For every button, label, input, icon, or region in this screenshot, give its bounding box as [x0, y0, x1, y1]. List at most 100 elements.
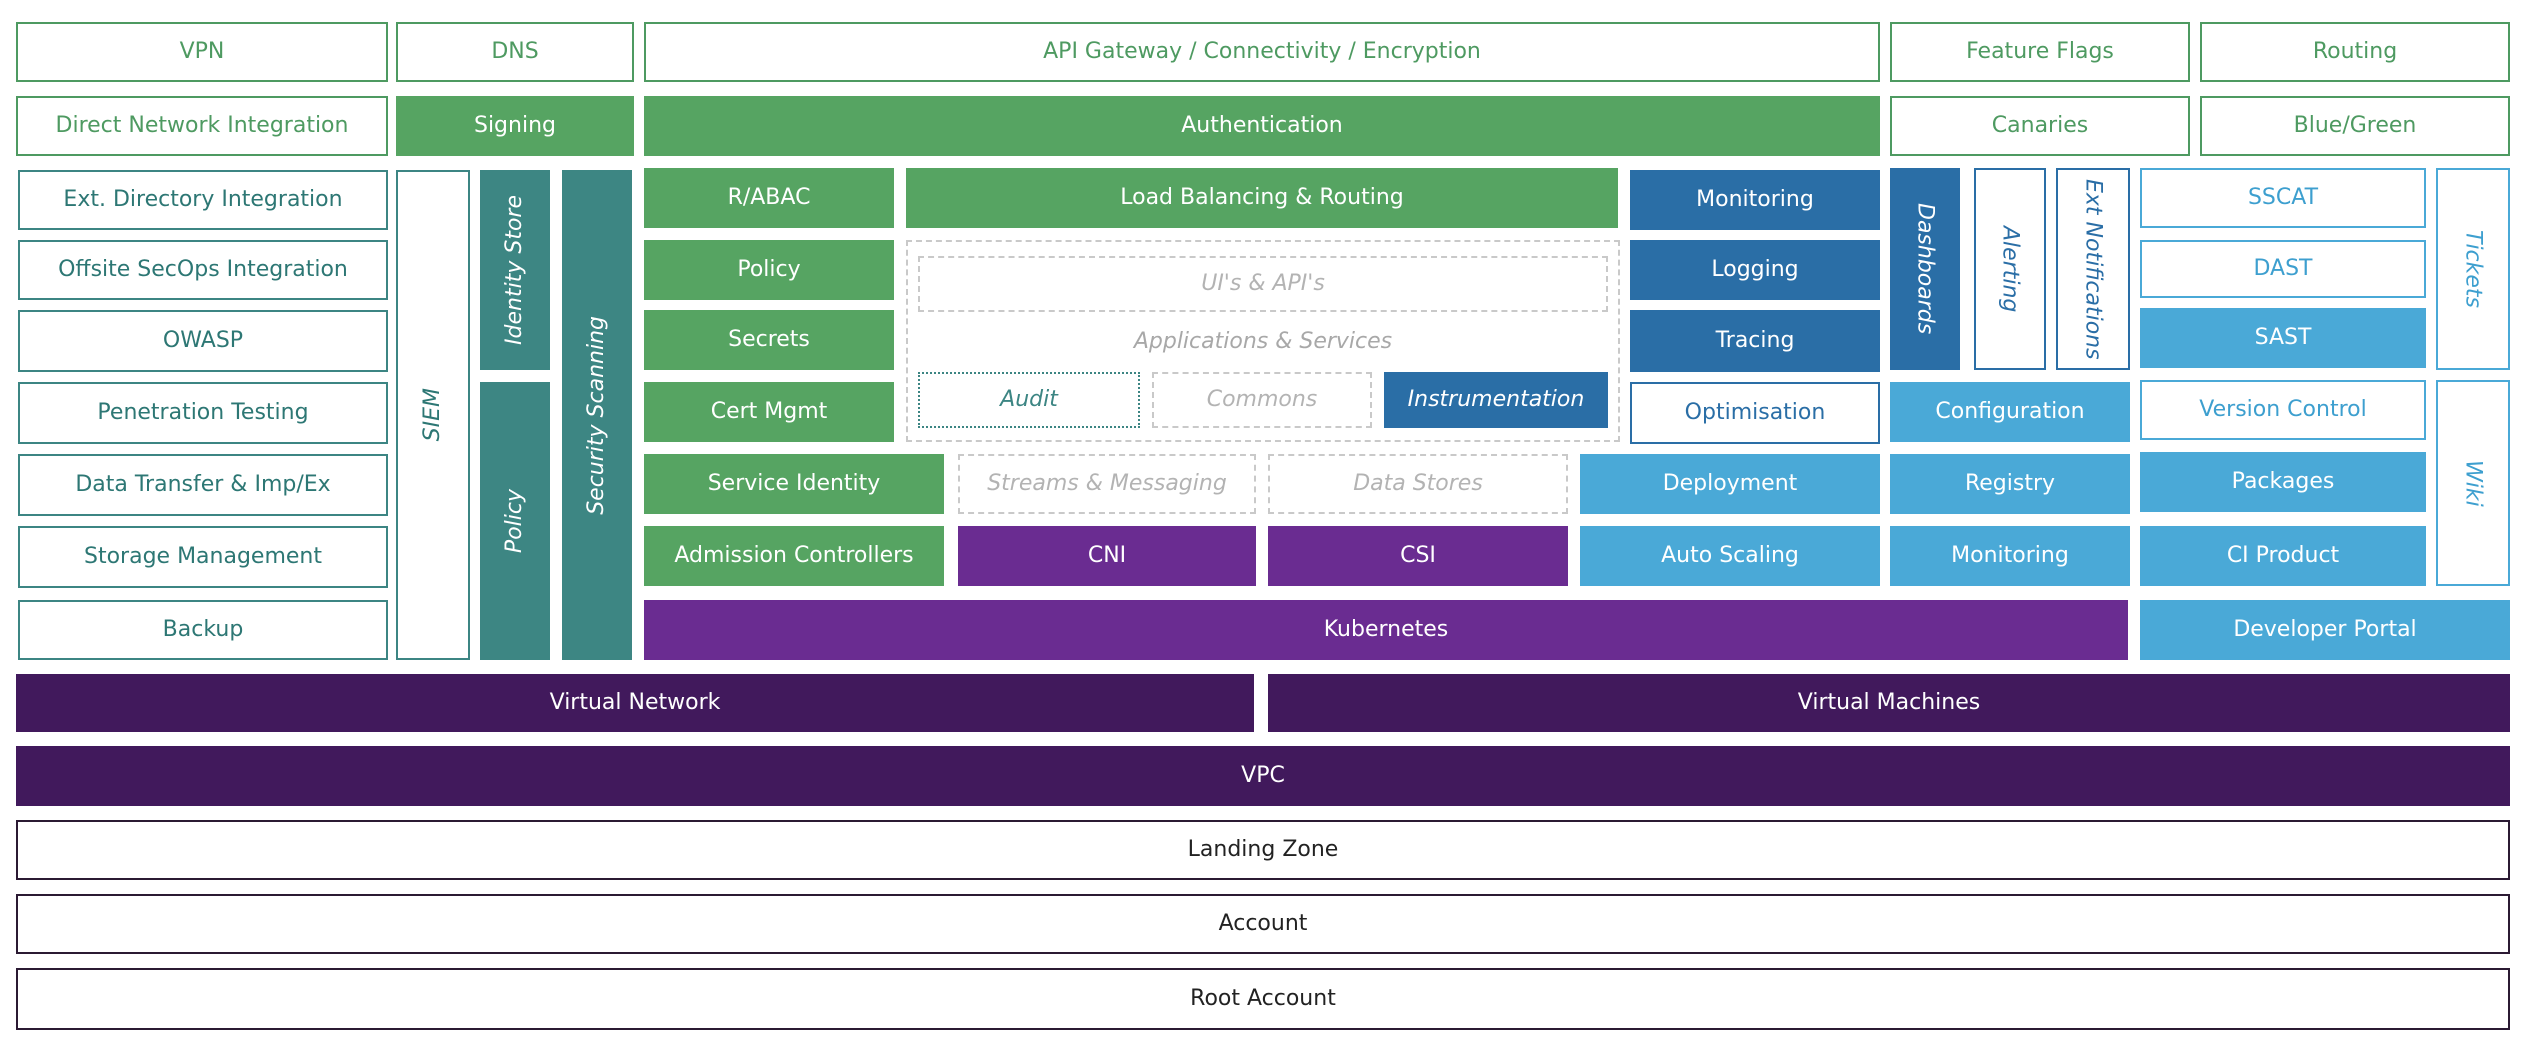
dashboards-label: Dashboards — [1912, 203, 1938, 335]
sscat-label: SSCAT — [2247, 185, 2319, 211]
landing-zone-label: Landing Zone — [1187, 837, 1339, 863]
canaries-label: Canaries — [1991, 113, 2089, 139]
commons-label: Commons — [1206, 387, 1318, 413]
uis-apis-label: UI's & API's — [1201, 271, 1325, 297]
landing-zone-box: Landing Zone — [16, 820, 2510, 880]
offsite-secops-label: Offsite SecOps Integration — [58, 257, 348, 283]
alerting-label: Alerting — [1997, 225, 2023, 313]
alerting-box: Alerting — [1974, 168, 2046, 370]
feature-flags-label: Feature Flags — [1966, 39, 2114, 65]
account-label: Account — [1218, 911, 1308, 937]
data-stores-box: Data Stores — [1268, 454, 1568, 514]
dns-label: DNS — [491, 39, 539, 65]
routing-box: Routing — [2200, 22, 2510, 82]
pen-testing-label: Penetration Testing — [97, 400, 309, 426]
admission-controllers-label: Admission Controllers — [674, 543, 914, 569]
vpn-label: VPN — [179, 39, 225, 65]
optimisation-label: Optimisation — [1684, 400, 1826, 426]
root-account-box: Root Account — [16, 968, 2510, 1030]
api-gateway-label: API Gateway / Connectivity / Encryption — [1043, 39, 1481, 65]
configuration-box: Configuration — [1890, 382, 2130, 442]
secrets-label: Secrets — [728, 327, 810, 353]
wiki-label: Wiki — [2460, 459, 2486, 507]
rabac-box: R/ABAC — [644, 168, 894, 228]
sscat-box: SSCAT — [2140, 168, 2426, 228]
ext-directory-label: Ext. Directory Integration — [63, 187, 343, 213]
cni-label: CNI — [1087, 543, 1127, 569]
configuration-label: Configuration — [1935, 399, 2085, 425]
tracing-label: Tracing — [1715, 328, 1795, 354]
dast-label: DAST — [2253, 256, 2313, 282]
data-stores-label: Data Stores — [1353, 471, 1483, 497]
security-policy-label: Policy — [502, 488, 528, 554]
security-policy-box: Policy — [480, 382, 550, 660]
dast-box: DAST — [2140, 240, 2426, 298]
data-transfer-label: Data Transfer & Imp/Ex — [75, 472, 331, 498]
ext-notifications-box: Ext Notifications — [2056, 168, 2130, 370]
commons-box: Commons — [1152, 372, 1372, 428]
optimisation-box: Optimisation — [1630, 382, 1880, 444]
policy-box: Policy — [644, 240, 894, 300]
canaries-box: Canaries — [1890, 96, 2190, 156]
tickets-label: Tickets — [2460, 229, 2486, 308]
packages-label: Packages — [2231, 469, 2335, 495]
monitoring-box: Monitoring — [1630, 170, 1880, 230]
rabac-label: R/ABAC — [727, 185, 811, 211]
authentication-box: Authentication — [644, 96, 1880, 156]
csi-box: CSI — [1268, 526, 1568, 586]
cni-box: CNI — [958, 526, 1256, 586]
security-scanning-label: Security Scanning — [584, 315, 610, 515]
account-box: Account — [16, 894, 2510, 954]
blue-green-box: Blue/Green — [2200, 96, 2510, 156]
kubernetes-box: Kubernetes — [644, 600, 2128, 660]
virtual-machines-label: Virtual Machines — [1797, 690, 1981, 716]
vpc-box: VPC — [16, 746, 2510, 806]
virtual-network-label: Virtual Network — [549, 690, 721, 716]
streams-messaging-label: Streams & Messaging — [987, 471, 1227, 497]
dashboards-box: Dashboards — [1890, 168, 1960, 370]
data-transfer-box: Data Transfer & Imp/Ex — [18, 454, 388, 516]
pen-testing-box: Penetration Testing — [18, 382, 388, 444]
authentication-label: Authentication — [1181, 113, 1343, 139]
ops-monitoring-label: Monitoring — [1951, 543, 2069, 569]
tracing-box: Tracing — [1630, 310, 1880, 372]
routing-label: Routing — [2312, 39, 2398, 65]
tickets-box: Tickets — [2436, 168, 2510, 370]
secrets-box: Secrets — [644, 310, 894, 370]
audit-box: Audit — [918, 372, 1140, 428]
instrumentation-box: Instrumentation — [1384, 372, 1608, 428]
developer-portal-box: Developer Portal — [2140, 600, 2510, 660]
registry-label: Registry — [1964, 471, 2056, 497]
csi-label: CSI — [1400, 543, 1436, 569]
ci-product-box: CI Product — [2140, 526, 2426, 586]
apps-services-label-box: Applications & Services — [918, 320, 1608, 364]
vpn-box: VPN — [16, 22, 388, 82]
dns-box: DNS — [396, 22, 634, 82]
feature-flags-box: Feature Flags — [1890, 22, 2190, 82]
identity-store-label: Identity Store — [502, 195, 528, 345]
virtual-network-box: Virtual Network — [16, 674, 1254, 732]
signing-box: Signing — [396, 96, 634, 156]
ext-directory-box: Ext. Directory Integration — [18, 170, 388, 230]
sast-box: SAST — [2140, 308, 2426, 368]
virtual-machines-box: Virtual Machines — [1268, 674, 2510, 732]
identity-store-box: Identity Store — [480, 170, 550, 370]
backup-box: Backup — [18, 600, 388, 660]
load-balancing-box: Load Balancing & Routing — [906, 168, 1618, 228]
packages-box: Packages — [2140, 452, 2426, 512]
logging-box: Logging — [1630, 240, 1880, 300]
direct-network-label: Direct Network Integration — [55, 113, 349, 139]
version-control-label: Version Control — [2199, 397, 2367, 423]
version-control-box: Version Control — [2140, 380, 2426, 440]
service-identity-box: Service Identity — [644, 454, 944, 514]
signing-label: Signing — [473, 113, 556, 139]
siem-box: SIEM — [396, 170, 470, 660]
sast-label: SAST — [2254, 325, 2312, 351]
ext-notifications-label: Ext Notifications — [2080, 178, 2106, 360]
ci-product-label: CI Product — [2226, 543, 2340, 569]
offsite-secops-box: Offsite SecOps Integration — [18, 240, 388, 300]
admission-controllers-box: Admission Controllers — [644, 526, 944, 586]
storage-mgmt-label: Storage Management — [84, 544, 322, 570]
ops-monitoring-box: Monitoring — [1890, 526, 2130, 586]
deployment-label: Deployment — [1662, 471, 1798, 497]
